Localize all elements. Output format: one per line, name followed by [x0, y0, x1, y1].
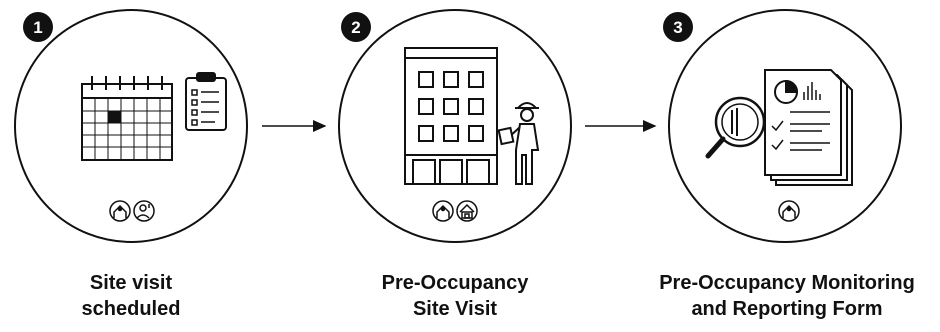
step-2-circle: [338, 9, 572, 243]
step-3-label-line1: Pre-Occupancy Monitoring: [659, 272, 915, 294]
magnifier-icon: [705, 96, 766, 159]
report-document-icon: [764, 69, 853, 186]
contact-role-icon: [133, 200, 155, 222]
inspector-role-icon: [778, 200, 800, 222]
inspector-person-icon: [497, 102, 540, 185]
step-2-label-line2: Site Visit: [412, 298, 498, 320]
housing-role-icon: [456, 200, 478, 222]
step-3-circle: [668, 9, 902, 243]
clipboard-icon: [185, 72, 227, 131]
calendar-icon: [81, 76, 173, 161]
step-1-label-line1: Site visit: [89, 272, 173, 294]
step-2: 2: [338, 9, 572, 243]
step-2-number: 2: [351, 18, 360, 37]
step-3-label: Pre-Occupancy Monitoring and Reporting F…: [637, 270, 937, 322]
step-1-label: Site visit scheduled: [0, 270, 281, 322]
step-1-circle: [14, 9, 248, 243]
step-2-number-badge: 2: [341, 12, 371, 42]
step-1-label-line2: scheduled: [81, 298, 181, 320]
step-3-number: 3: [673, 18, 682, 37]
step-3-number-badge: 3: [663, 12, 693, 42]
inspector-role-icon: [432, 200, 454, 222]
inspector-role-icon: [109, 200, 131, 222]
building-icon: [404, 47, 498, 185]
step-1-number-badge: 1: [23, 12, 53, 42]
step-3-label-line2: and Reporting Form: [691, 298, 883, 320]
step-2-label-line1: Pre-Occupancy: [381, 272, 529, 294]
step-1: 1: [14, 9, 248, 243]
step-3: 3: [663, 9, 902, 243]
step-1-number: 1: [33, 18, 42, 37]
step-2-label: Pre-Occupancy Site Visit: [305, 270, 605, 322]
